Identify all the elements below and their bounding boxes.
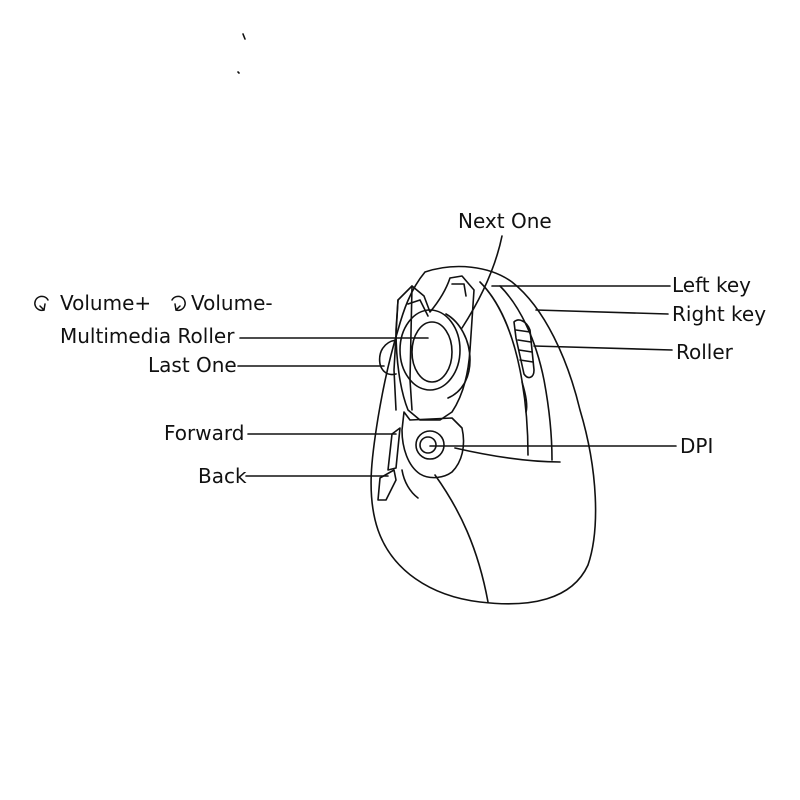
multimedia-roller-wheel — [399, 309, 461, 391]
label-left-key: Left key — [672, 273, 751, 297]
clip-arm-left — [393, 285, 413, 411]
label-multimedia-roller: Multimedia Roller — [60, 324, 235, 348]
dpi-housing — [401, 411, 465, 479]
label-next-one: Next One — [458, 209, 552, 233]
side-button-back — [377, 469, 397, 501]
multimedia-roller-housing — [395, 275, 475, 421]
label-last-one: Last One — [148, 353, 237, 377]
leader-right-key — [535, 309, 669, 315]
scroll-wheel-slot — [521, 381, 528, 413]
rotate-counterclockwise-arrow-icon — [34, 295, 49, 312]
thumb-rest-line — [454, 447, 561, 463]
right-key-edge — [499, 285, 553, 461]
side-button-forward — [387, 427, 401, 471]
mouse-body-outline — [370, 265, 597, 605]
dpi-button — [415, 430, 445, 460]
leader-roller — [533, 345, 673, 351]
label-volume-up: Volume+ — [60, 291, 152, 315]
label-roller: Roller — [676, 340, 733, 364]
dpi-button-inner — [419, 436, 437, 454]
key-split-line — [479, 281, 529, 456]
speck-mark — [242, 33, 246, 40]
label-right-key: Right key — [672, 302, 767, 326]
label-dpi: DPI — [680, 434, 714, 458]
mouse-seam-line — [434, 474, 489, 603]
speck-mark — [237, 71, 240, 74]
leader-next-one — [461, 235, 503, 329]
scroll-wheel — [513, 319, 535, 379]
scroll-wheel-ridges — [515, 329, 534, 363]
label-forward: Forward — [164, 421, 245, 445]
label-volume-down: Volume- — [191, 291, 273, 315]
last-one-button — [378, 339, 397, 376]
rotate-clockwise-arrow-icon — [171, 295, 186, 312]
label-back: Back — [198, 464, 247, 488]
multimedia-roller-inner — [411, 321, 453, 383]
